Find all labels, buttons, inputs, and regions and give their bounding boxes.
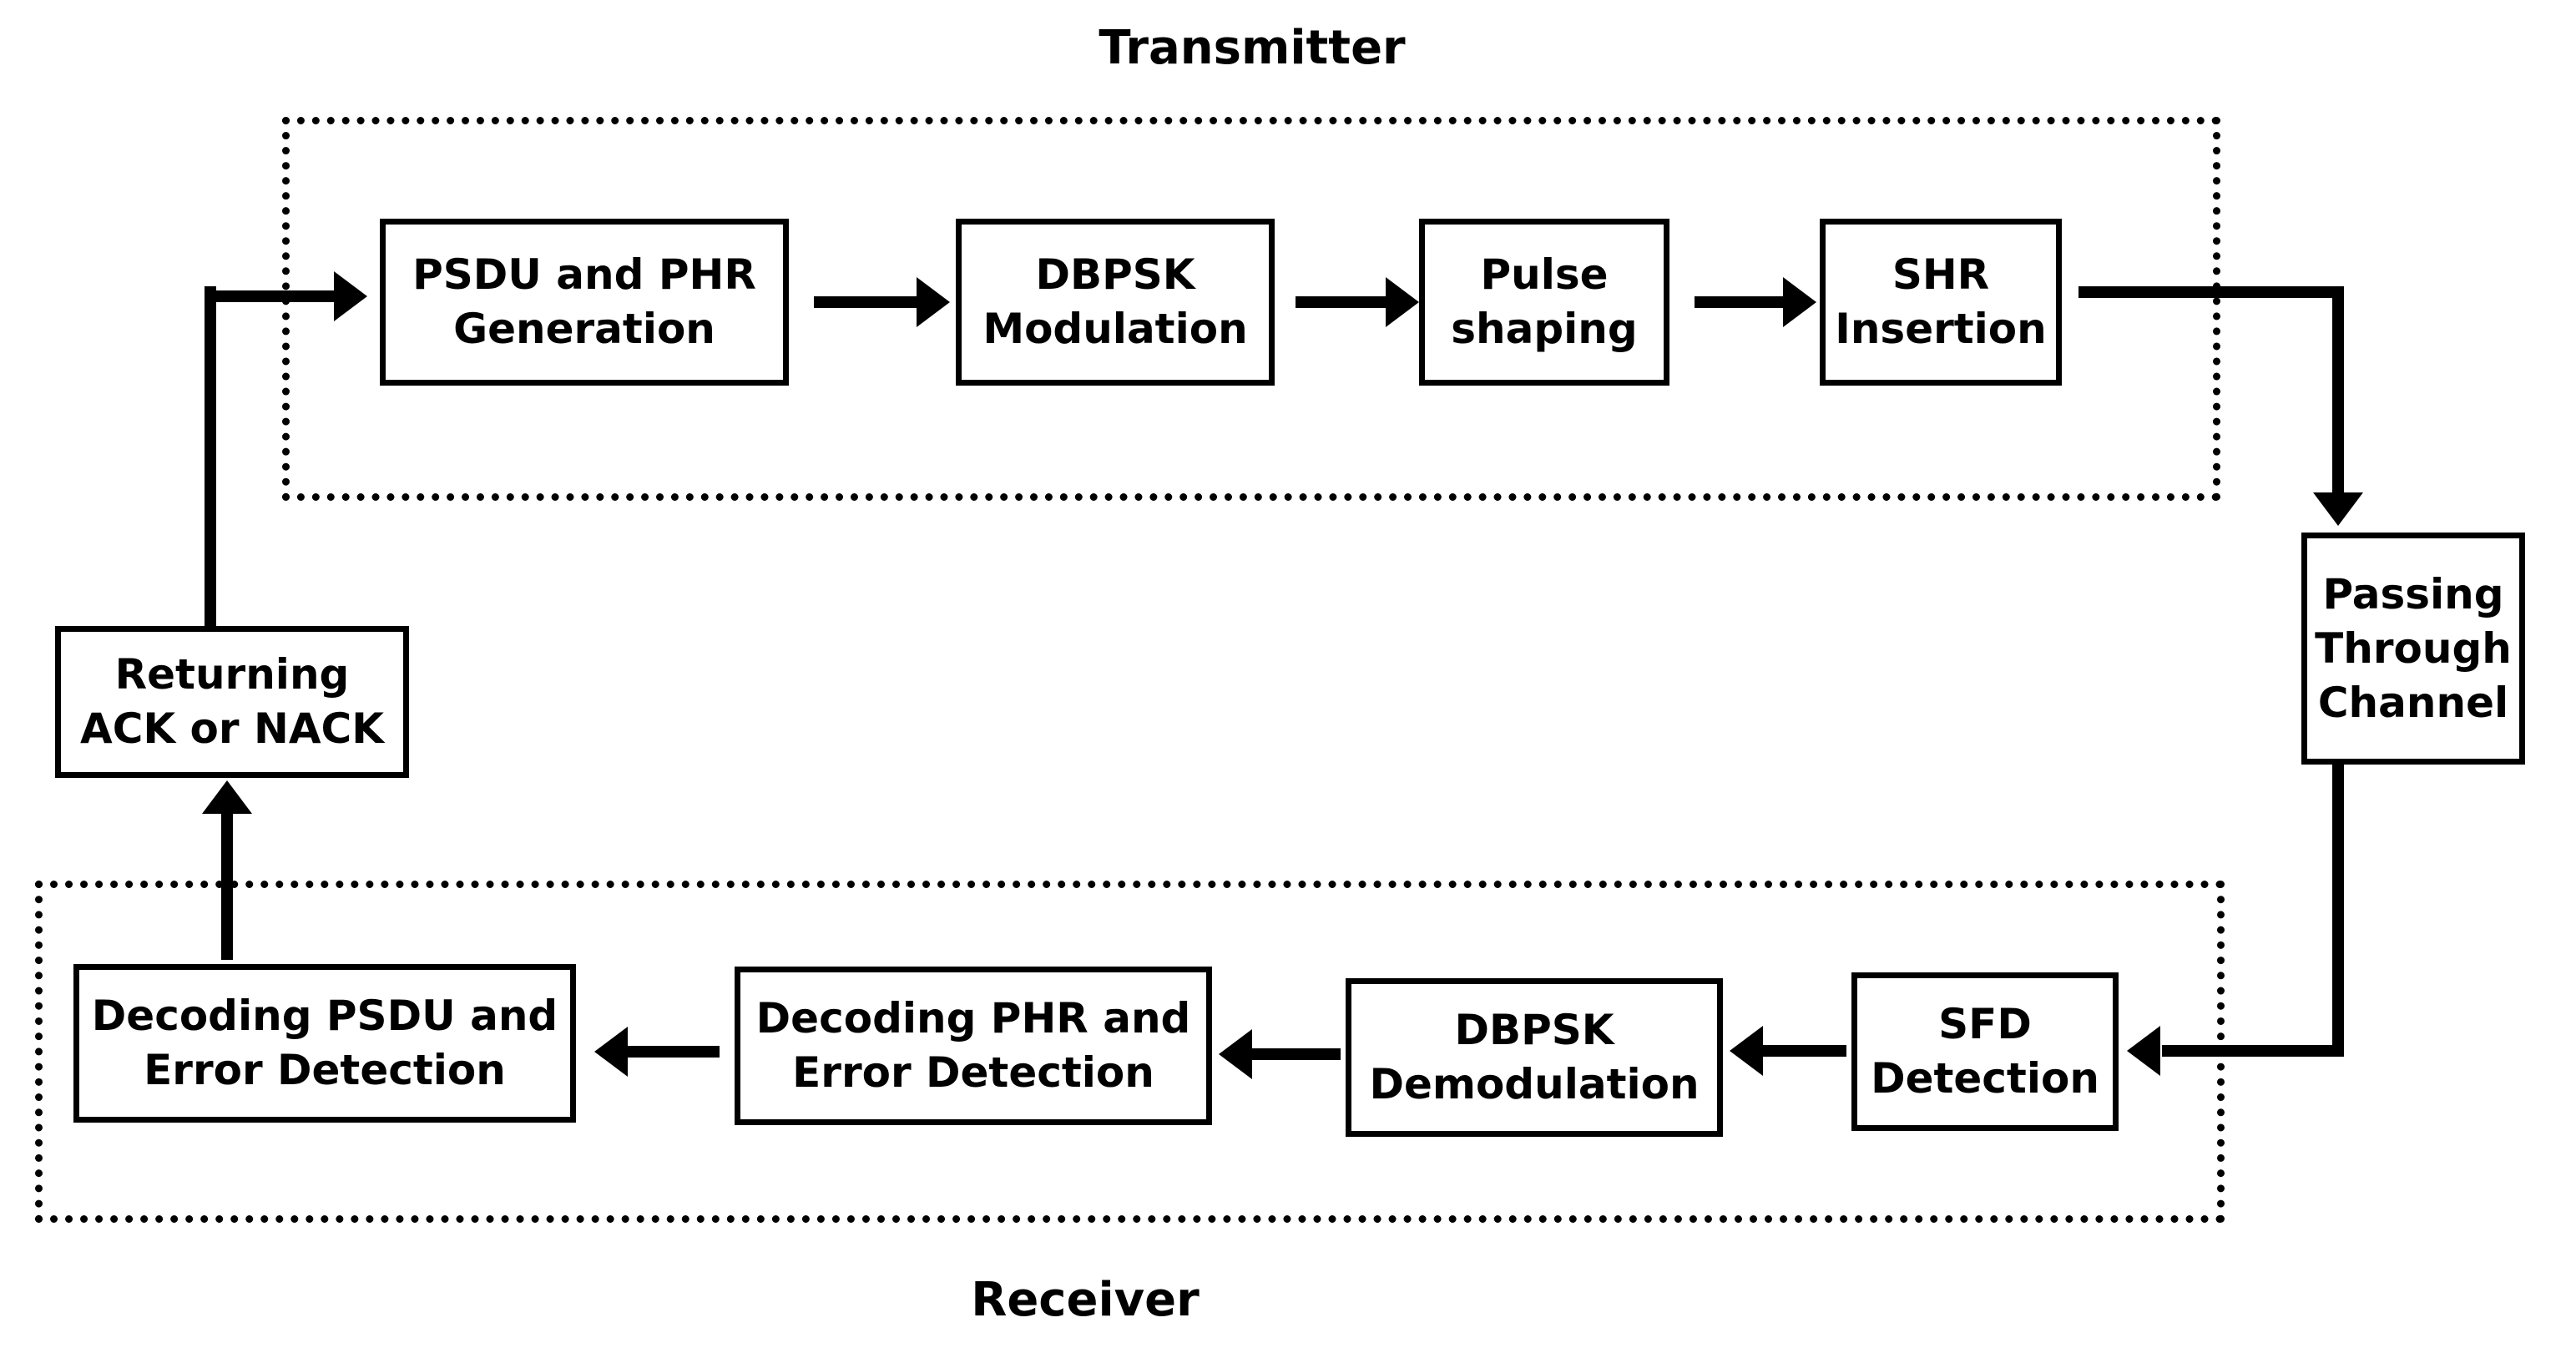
block-decoding-psdu-error-detection[interactable]: Decoding PSDU and Error Detection (73, 964, 576, 1123)
block-pulse-shaping-line2: shaping (1451, 305, 1638, 353)
block-returning-ack-or-nack[interactable]: Returning ACK or NACK (55, 626, 409, 778)
connector-psdu-to-dbpsk-arrowhead (917, 277, 950, 327)
block-returning-ack-line1: Returning (114, 650, 350, 699)
block-shr-insertion-line1: SHR (1892, 250, 1990, 299)
block-decoding-phr-line1: Decoding PHR and (755, 994, 1191, 1042)
connector-dbpsk-to-pulse-arrowhead (1386, 277, 1419, 327)
connector-demod-to-decodephr-line (1252, 1048, 1341, 1060)
block-channel-line3: Channel (2317, 678, 2509, 727)
block-shr-insertion[interactable]: SHR Insertion (1820, 219, 2062, 386)
block-psdu-phr-generation[interactable]: PSDU and PHR Generation (380, 219, 789, 386)
receiver-section-label: Receiver (971, 1273, 1200, 1327)
block-sfd-detection[interactable]: SFD Detection (1851, 972, 2119, 1131)
block-passing-through-channel[interactable]: Passing Through Channel (2301, 533, 2525, 765)
block-dbpsk-modulation-line2: Modulation (982, 305, 1248, 353)
block-channel-line2: Through (2315, 623, 2512, 673)
block-dbpsk-demodulation[interactable]: DBPSK Demodulation (1346, 978, 1723, 1137)
transmitter-section-label: Transmitter (1099, 21, 1406, 75)
connector-channel-to-sfd-vertical (2332, 765, 2344, 1057)
connector-channel-to-sfd-horizontal (2162, 1045, 2341, 1057)
block-sfd-detection-line2: Detection (1871, 1054, 2099, 1103)
connector-sfd-to-demod-line (1763, 1045, 1846, 1057)
block-pulse-shaping[interactable]: Pulse shaping (1419, 219, 1669, 386)
connector-decodephr-to-decodepsdu-line (628, 1046, 720, 1058)
block-dbpsk-modulation[interactable]: DBPSK Modulation (956, 219, 1275, 386)
connector-ack-to-psdu-vertical (205, 286, 216, 630)
block-decoding-phr-line2: Error Detection (792, 1048, 1154, 1097)
connector-shr-to-channel-horizontal (2078, 286, 2344, 298)
block-dbpsk-demodulation-line2: Demodulation (1369, 1060, 1700, 1108)
connector-pulse-to-shr-line (1695, 296, 1786, 308)
block-decoding-psdu-line1: Decoding PSDU and (91, 992, 558, 1040)
transmitter-group-boundary (282, 117, 2220, 501)
connector-shr-to-channel-arrowhead (2313, 492, 2363, 526)
block-psdu-phr-generation-line2: Generation (453, 305, 715, 353)
connector-decodepsdu-to-ack-vertical (221, 814, 233, 960)
connector-pulse-to-shr-arrowhead (1783, 277, 1816, 327)
block-decoding-psdu-line2: Error Detection (144, 1046, 506, 1094)
connector-feedback-to-psdu-line (210, 290, 336, 302)
block-sfd-detection-line1: SFD (1938, 1000, 2032, 1048)
block-dbpsk-modulation-line1: DBPSK (1035, 250, 1195, 299)
connector-psdu-to-dbpsk-line (814, 296, 918, 308)
connector-shr-to-channel-vertical (2332, 286, 2344, 495)
connector-feedback-to-psdu-arrowhead (334, 271, 367, 321)
connector-sfd-to-demod-arrowhead (1730, 1026, 1763, 1076)
block-psdu-phr-generation-line1: PSDU and PHR (412, 250, 756, 299)
block-channel-line1: Passing (2322, 569, 2504, 618)
block-dbpsk-demodulation-line1: DBPSK (1454, 1006, 1614, 1054)
block-shr-insertion-line2: Insertion (1835, 305, 2047, 353)
connector-decodepsdu-to-ack-arrowhead (202, 780, 252, 814)
block-decoding-phr-error-detection[interactable]: Decoding PHR and Error Detection (735, 967, 1212, 1125)
connector-decodephr-to-decodepsdu-arrowhead (594, 1027, 628, 1077)
connector-demod-to-decodephr-arrowhead (1219, 1029, 1252, 1079)
block-returning-ack-line2: ACK or NACK (80, 704, 384, 753)
block-pulse-shaping-line1: Pulse (1480, 250, 1609, 299)
connector-dbpsk-to-pulse-line (1296, 296, 1389, 308)
connector-channel-to-sfd-arrowhead (2127, 1026, 2160, 1076)
